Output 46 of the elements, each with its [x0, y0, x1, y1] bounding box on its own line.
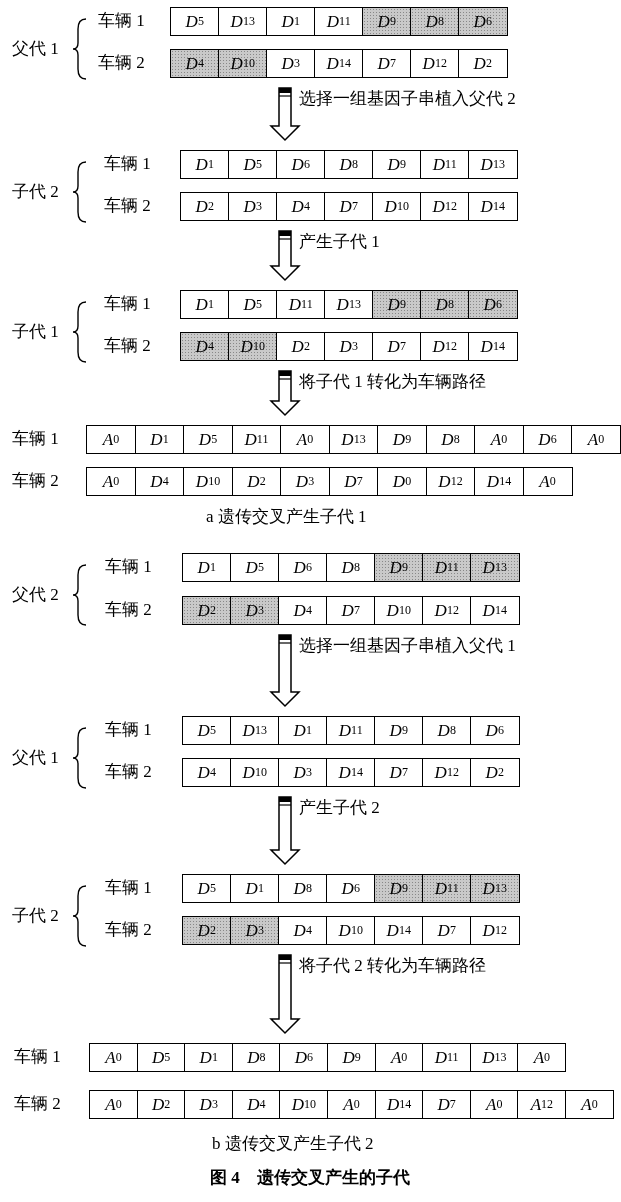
vehicle-label: 车辆 1 — [14, 1047, 61, 1067]
vehicle-label: 车辆 1 — [104, 294, 151, 314]
gene-sequence-strip — [182, 596, 520, 625]
vehicle-label: 车辆 2 — [104, 336, 151, 356]
gene-sequence-strip — [170, 7, 508, 36]
generation-label: 父代 1 — [12, 39, 59, 59]
vehicle-label: 车辆 1 — [104, 154, 151, 174]
edge-label: 将子代 2 转化为车辆路径 — [299, 956, 486, 976]
edge-label: 将子代 1 转化为车辆路径 — [299, 372, 486, 392]
edge-label: 选择一组基因子串植入父代 2 — [299, 89, 516, 109]
gene-sequence-strip — [182, 874, 520, 903]
edge-label: 产生子代 2 — [299, 798, 380, 818]
generation-label: 父代 1 — [12, 748, 59, 768]
vehicle-label: 车辆 2 — [104, 196, 151, 216]
vehicle-label: 车辆 2 — [105, 762, 152, 782]
gene-sequence-strip — [170, 49, 508, 78]
vehicle-label: 车辆 1 — [12, 429, 59, 449]
gene-sequence-strip — [89, 1043, 567, 1072]
gene-sequence-strip — [86, 467, 573, 496]
gene-sequence-strip — [180, 332, 518, 361]
edge-label: 选择一组基因子串植入父代 1 — [299, 636, 516, 656]
figure-caption: 图 4 遗传交叉产生的子代 — [210, 1168, 410, 1188]
vehicle-label: 车辆 1 — [98, 11, 145, 31]
generation-label: 子代 1 — [12, 322, 59, 342]
gene-sequence-strip — [182, 716, 520, 745]
vehicle-label: 车辆 2 — [105, 600, 152, 620]
vehicle-label: 车辆 1 — [105, 720, 152, 740]
gene-sequence-strip — [180, 290, 518, 319]
gene-sequence-strip — [180, 150, 518, 179]
vehicle-label: 车辆 2 — [98, 53, 145, 73]
vehicle-label: 车辆 1 — [105, 878, 152, 898]
generation-label: 父代 2 — [12, 585, 59, 605]
gene-sequence-strip — [182, 553, 520, 582]
edge-label: 产生子代 1 — [299, 232, 380, 252]
vehicle-label: 车辆 1 — [105, 557, 152, 577]
generation-label: 子代 2 — [12, 906, 59, 926]
gene-sequence-strip — [86, 425, 621, 454]
subfigure-caption: a 遗传交叉产生子代 1 — [206, 507, 367, 527]
gene-sequence-strip — [182, 758, 520, 787]
vehicle-label: 车辆 2 — [14, 1094, 61, 1114]
vehicle-label: 车辆 2 — [105, 920, 152, 940]
gene-sequence-strip — [180, 192, 518, 221]
gene-sequence-strip — [89, 1090, 615, 1119]
vehicle-label: 车辆 2 — [12, 471, 59, 491]
generation-label: 子代 2 — [12, 182, 59, 202]
gene-sequence-strip — [182, 916, 520, 945]
